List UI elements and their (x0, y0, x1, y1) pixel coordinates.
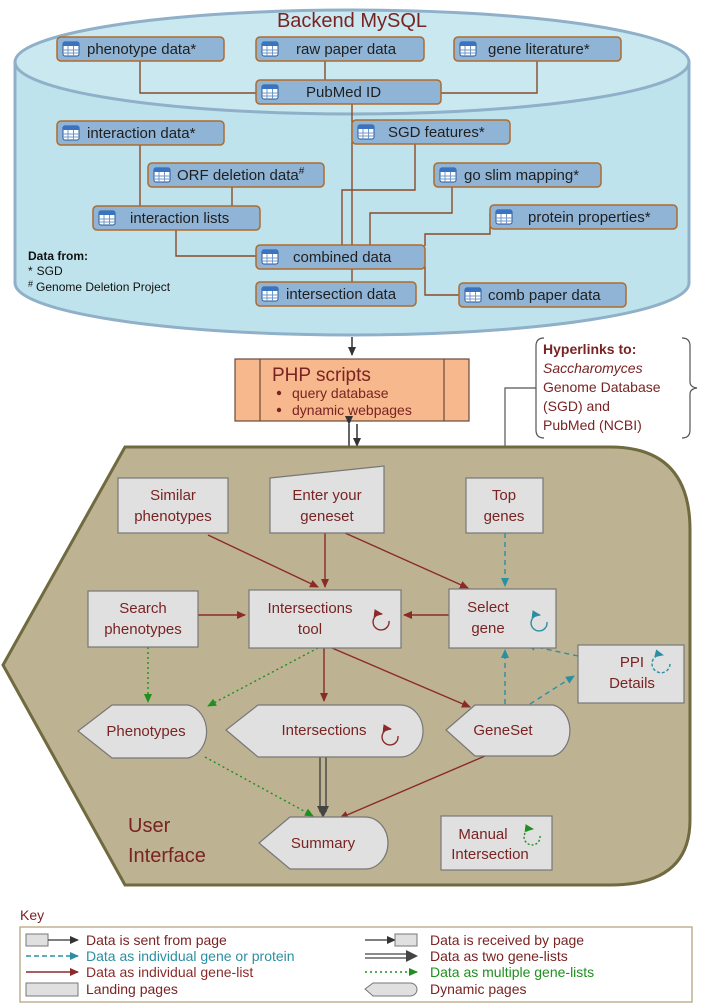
sources-heading: Data from: (28, 249, 88, 263)
ui-connections (144, 532, 579, 819)
table-combined-data: combined data (255, 244, 426, 270)
node-label: Intersections (267, 600, 352, 617)
table-label: gene literature* (488, 41, 590, 58)
table-phenotype-data: phenotype data* (56, 36, 225, 62)
self-loop-icon (523, 824, 541, 846)
php-scripts-box: PHP scripts query database dynamic webpa… (234, 358, 470, 422)
ui-label-line1: User (128, 815, 171, 837)
php-item-dynamic: dynamic webpages (292, 402, 412, 418)
node-label: phenotypes (134, 508, 212, 525)
intersections-tool-page[interactable]: Intersections tool (248, 589, 402, 649)
node-label: GeneSet (473, 722, 533, 739)
data-sources-note: Data from: *SGD #Genome Deletion Project (28, 249, 171, 294)
node-label: phenotypes (104, 621, 182, 638)
table-interaction-data: interaction data* (56, 120, 225, 146)
key-title: Key (20, 907, 44, 923)
ui-label-line2: Interface (128, 845, 206, 867)
table-label: comb paper data (488, 287, 601, 304)
legend-individual-gene-label: Data as individual gene or protein (86, 948, 295, 964)
node-label: Intersection (451, 846, 529, 863)
ppi-details-page[interactable]: PPI Details (577, 644, 685, 704)
legend-dynamic-label: Dynamic pages (430, 981, 527, 997)
table-gene-literature: gene literature* (453, 36, 622, 62)
php-title: PHP scripts (272, 365, 371, 386)
hyperlinks-line1: Saccharomyces (543, 360, 643, 376)
table-label: phenotype data* (87, 41, 196, 58)
legend-individual-list-label: Data as individual gene-list (86, 964, 253, 980)
table-label: protein properties* (528, 209, 651, 226)
node-label: Manual (458, 826, 507, 843)
table-protein-properties: protein properties* (489, 204, 678, 230)
node-label: Phenotypes (106, 723, 185, 740)
node-label: Intersections (281, 722, 366, 739)
node-label: genes (484, 508, 525, 525)
node-label: PPI (620, 654, 644, 671)
user-interface-area (1, 445, 692, 887)
table-label: go slim mapping* (464, 167, 579, 184)
self-loop-icon (372, 609, 390, 631)
legend-received-label: Data is received by page (430, 932, 584, 948)
legend: Data is sent from page Data as individua… (19, 926, 693, 1003)
node-label: gene (471, 620, 504, 637)
table-intersection-data: intersection data (255, 281, 417, 307)
node-label: Enter your (292, 487, 361, 504)
php-item-query: query database (292, 385, 389, 401)
table-label: interaction lists (130, 210, 229, 227)
node-label: tool (298, 621, 322, 638)
hyperlinks-note: Hyperlinks to: Saccharomyces Genome Data… (504, 337, 698, 466)
hyperlinks-line2: Genome Database (543, 379, 661, 395)
self-loop-icon (530, 610, 548, 632)
database-title: Backend MySQL (277, 10, 427, 32)
legend-landing-label: Landing pages (86, 981, 178, 997)
table-label: interaction data* (87, 125, 196, 142)
table-label: intersection data (286, 286, 397, 303)
select-gene-page[interactable]: Select gene (448, 588, 557, 649)
table-pubmed-id: PubMed ID (255, 79, 442, 105)
table-label: PubMed ID (306, 84, 381, 101)
node-label: Summary (291, 835, 356, 852)
self-loop-icon (651, 649, 671, 674)
legend-two-lists-label: Data as two gene-lists (430, 948, 568, 964)
summary-page[interactable]: Summary (258, 816, 389, 870)
legend-multiple-lists-label: Data as multiple gene-lists (430, 964, 594, 980)
sources-gdp: #Genome Deletion Project (28, 279, 171, 294)
hyperlinks-heading: Hyperlinks to: (543, 341, 636, 357)
similar-phenotypes-page[interactable]: Similar phenotypes (117, 477, 229, 534)
phenotypes-page[interactable]: Phenotypes (77, 704, 208, 759)
intersections-page[interactable]: Intersections (225, 704, 424, 758)
table-comb-paper-data: comb paper data (458, 282, 627, 308)
node-label: geneset (300, 508, 354, 525)
enter-geneset-page[interactable]: Enter your geneset (269, 465, 385, 534)
manual-intersection-page[interactable]: Manual Intersection (440, 815, 553, 871)
table-label: ORF deletion data# (177, 166, 305, 184)
sources-sgd: *SGD (28, 264, 63, 278)
legend-sent-label: Data is sent from page (86, 932, 227, 948)
node-label: Search (119, 600, 167, 617)
table-label: combined data (293, 249, 392, 266)
node-label: Similar (150, 487, 196, 504)
table-label: raw paper data (296, 41, 397, 58)
node-label: Details (609, 675, 655, 692)
node-label: Select (467, 599, 510, 616)
hyperlinks-line3: (SGD) and (543, 398, 610, 414)
legend-sent-swatch (25, 933, 49, 947)
table-go-slim-mapping: go slim mapping* (433, 162, 602, 188)
table-interaction-lists: interaction lists (92, 205, 261, 231)
table-sgd-features: SGD features* (351, 119, 511, 145)
hyperlinks-line4: PubMed (NCBI) (543, 417, 642, 433)
search-phenotypes-page[interactable]: Search phenotypes (87, 590, 199, 648)
top-genes-page[interactable]: Top genes (465, 477, 544, 534)
geneset-page[interactable]: GeneSet (445, 704, 571, 757)
legend-dynamic-swatch (364, 982, 418, 997)
table-label: SGD features* (388, 124, 485, 141)
node-label: Top (492, 487, 516, 504)
table-raw-paper-data: raw paper data (255, 36, 425, 62)
legend-landing-swatch (25, 982, 79, 997)
table-orf-deletion-data: ORF deletion data# (147, 162, 325, 188)
self-loop-icon (381, 724, 399, 746)
